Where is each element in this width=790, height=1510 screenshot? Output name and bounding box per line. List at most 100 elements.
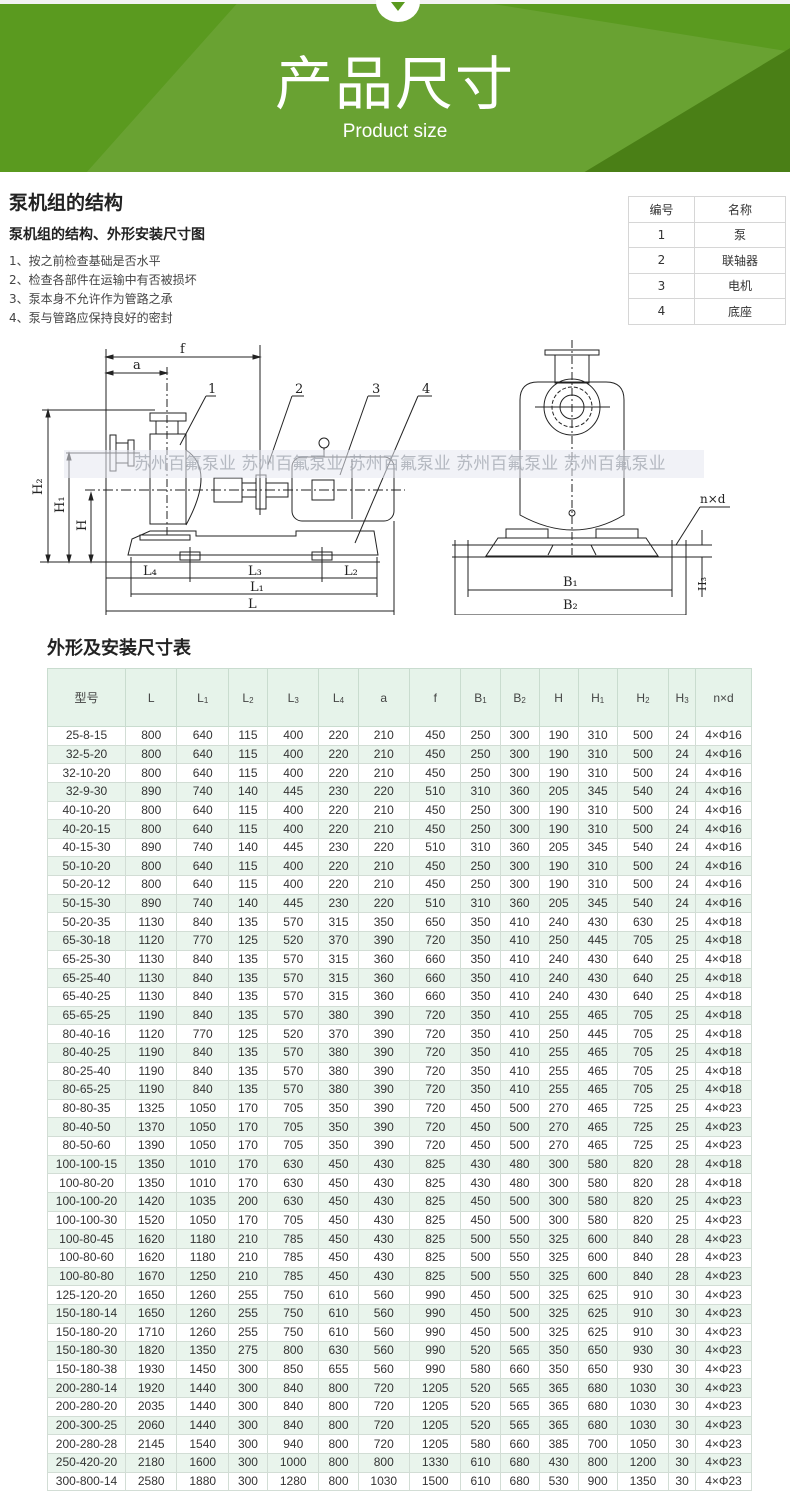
dimension-cell: 170 [227, 1136, 269, 1156]
dimension-cell: 300 [499, 800, 540, 821]
dimension-cell: 345 [577, 893, 618, 914]
dimension-cell: 560 [357, 1359, 411, 1380]
dimension-cell: 360 [499, 781, 540, 802]
dimension-cell: 720 [408, 1042, 462, 1063]
dimension-cell: 4×Φ23 [695, 1434, 752, 1454]
dimension-cell: 540 [616, 893, 670, 914]
dimension-cell: 570 [266, 968, 320, 988]
dimension-cell: 390 [357, 1042, 411, 1063]
dimension-cell: 380 [318, 1042, 359, 1063]
dimension-cell: 350 [460, 1042, 501, 1063]
model-cell: 65-25-30 [47, 949, 126, 970]
dimension-cell: 250 [460, 856, 501, 877]
dimension-cell: 300 [499, 856, 540, 877]
dimension-cell: 25 [668, 968, 696, 988]
dimension-cell: 610 [460, 1471, 501, 1492]
dimension-cell: 725 [616, 1117, 670, 1138]
dimension-cell: 1920 [124, 1378, 178, 1399]
dimension-cell: 30 [668, 1285, 696, 1305]
dimension-cell: 255 [538, 1080, 579, 1100]
dimension-cell: 840 [616, 1247, 670, 1268]
dimension-cell: 410 [499, 949, 540, 970]
dimension-cell: 350 [538, 1341, 579, 1361]
dimension-cell: 24 [668, 744, 696, 765]
dimension-cell: 450 [460, 1285, 501, 1305]
dimension-cell: 410 [499, 1042, 540, 1063]
model-cell: 80-40-25 [47, 1042, 126, 1063]
dimension-cell: 400 [266, 875, 320, 895]
dimension-cell: 890 [124, 781, 178, 802]
column-header: H2 [616, 668, 670, 727]
column-header: H3 [668, 668, 696, 727]
dimension-cell: 300 [499, 763, 540, 783]
dimension-cell: 705 [616, 1061, 670, 1082]
dimension-cell: 660 [499, 1359, 540, 1380]
dimension-cell: 4×Φ16 [695, 893, 752, 914]
dimension-cell: 500 [499, 1303, 540, 1324]
dimension-cell: 210 [227, 1266, 269, 1287]
dimension-cell: 25 [668, 912, 696, 933]
dimension-cell: 540 [616, 781, 670, 802]
dimension-cell: 450 [318, 1266, 359, 1287]
legend-number: 1 [628, 221, 695, 248]
model-cell: 32-5-20 [47, 744, 126, 765]
dimension-cell: 350 [460, 912, 501, 933]
svg-text:L₄: L₄ [143, 564, 157, 579]
dimension-cell: 825 [408, 1192, 462, 1212]
dimension-cell: 1010 [176, 1154, 229, 1175]
dimension-cell: 500 [616, 875, 670, 895]
dimension-cell: 445 [577, 931, 618, 951]
model-cell: 250-420-20 [47, 1452, 126, 1473]
dimension-cell: 1350 [124, 1154, 178, 1175]
dimension-cell: 725 [616, 1098, 670, 1119]
dimension-cell: 705 [616, 1024, 670, 1044]
dimension-cell: 115 [227, 763, 269, 783]
dimension-cell: 1050 [176, 1098, 229, 1119]
dimension-cell: 705 [266, 1098, 320, 1119]
dimension-cell: 370 [318, 1024, 359, 1044]
dimension-cell: 1440 [176, 1378, 229, 1399]
dimension-cell: 1260 [176, 1303, 229, 1324]
dimension-cell: 4×Φ18 [695, 1024, 752, 1044]
dimension-cell: 300 [538, 1154, 579, 1175]
dimension-cell: 170 [227, 1117, 269, 1138]
dimension-cell: 240 [538, 986, 579, 1007]
dimension-cell: 4×Φ16 [695, 781, 752, 802]
dimension-cell: 210 [227, 1229, 269, 1249]
dimension-cell: 800 [124, 856, 178, 877]
dimension-cell: 630 [266, 1154, 320, 1175]
dimension-cell: 2180 [124, 1452, 178, 1473]
dimension-cell: 28 [668, 1247, 696, 1268]
dimension-cell: 4×Φ23 [695, 1210, 752, 1231]
column-header: n×d [695, 668, 752, 727]
dimension-cell: 1190 [124, 1005, 178, 1026]
dimension-cell: 380 [318, 1080, 359, 1100]
dimension-cell: 500 [616, 800, 670, 821]
dimension-cell: 350 [318, 1136, 359, 1156]
dimension-cell: 430 [460, 1173, 501, 1194]
dimension-cell: 300 [538, 1210, 579, 1231]
dimension-cell: 220 [318, 763, 359, 783]
model-cell: 50-15-30 [47, 893, 126, 914]
model-cell: 300-800-14 [47, 1471, 126, 1492]
dimension-cell: 450 [318, 1154, 359, 1175]
dimension-cell: 220 [318, 856, 359, 877]
legend-header-row: 编号 名称 [628, 196, 786, 223]
dimension-cell: 310 [577, 744, 618, 765]
dimension-cell: 4×Φ23 [695, 1117, 752, 1138]
dimension-cell: 2060 [124, 1415, 178, 1436]
dimension-cell: 1010 [176, 1173, 229, 1194]
dimension-cell: 255 [538, 1042, 579, 1063]
column-header-label: L [287, 690, 295, 705]
dimension-cell: 360 [499, 893, 540, 914]
legend-row: 3 电机 [628, 272, 786, 299]
column-header-label: B [474, 690, 483, 705]
dimension-cell: 990 [408, 1341, 462, 1361]
dimension-cell: 380 [318, 1005, 359, 1026]
dimension-cell: 580 [577, 1210, 618, 1231]
dimension-cell: 380 [318, 1061, 359, 1082]
dimension-cell: 510 [408, 893, 462, 914]
installation-notes: 1、按之前检查基础是否水平 2、检查各部件在运输中有否被损坏 3、泵本身不允许作… [9, 252, 197, 328]
